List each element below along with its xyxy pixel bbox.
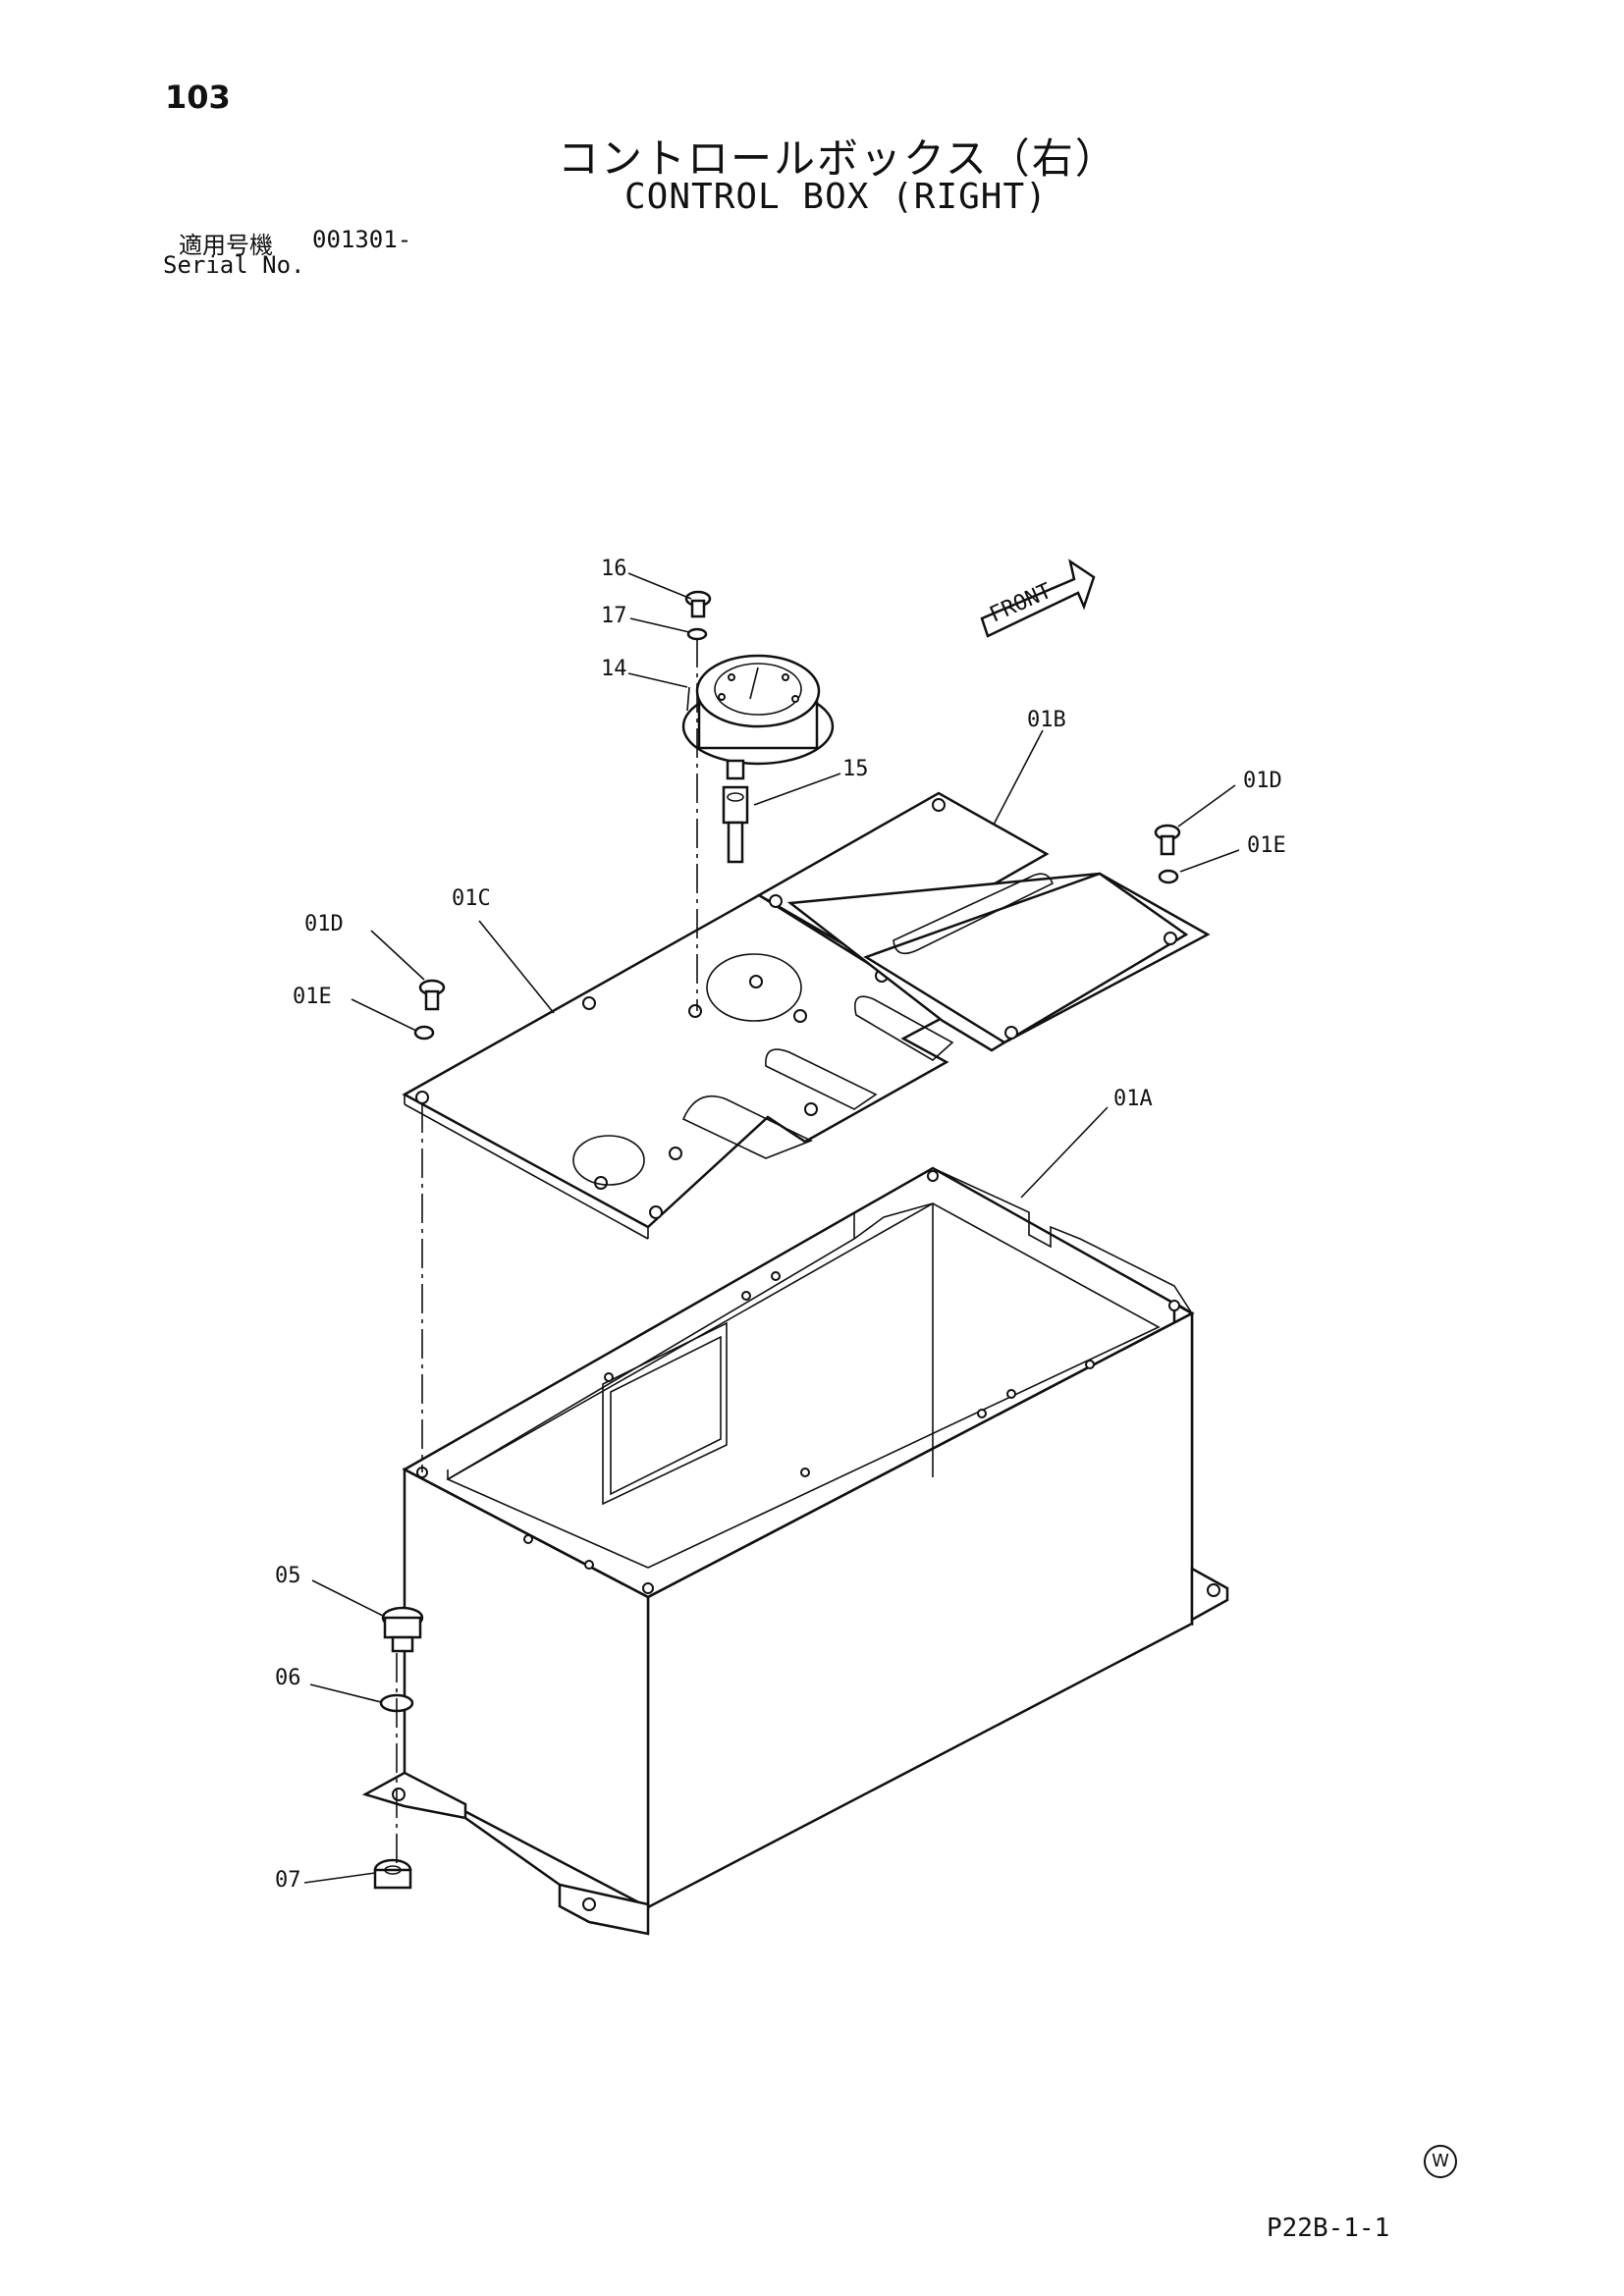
screw-16 (684, 590, 712, 641)
serial-label-japanese: 適用号機 (179, 232, 273, 259)
callout-01C: 01C (452, 886, 491, 911)
callout-01B: 01B (1027, 708, 1066, 732)
spacer (722, 759, 749, 864)
assembly-center-lines (396, 638, 698, 1865)
callout-16: 16 (601, 557, 627, 581)
w-mark: W (1424, 2145, 1457, 2178)
callout-01D-right: 01D (1243, 769, 1282, 793)
callout-01E-right: 01E (1247, 833, 1286, 858)
callout-17: 17 (601, 604, 627, 628)
front-direction-arrow: FRONT (980, 559, 1096, 638)
callout-leaders (303, 572, 1240, 1884)
callout-14: 14 (601, 657, 627, 681)
screws-01D-01E (413, 824, 1181, 1041)
page-title-japanese: コントロールボックス（右） (558, 134, 1118, 183)
page-title-english: CONTROL BOX (RIGHT) (624, 177, 1048, 217)
callout-01E-left: 01E (293, 985, 332, 1009)
callout-05: 05 (275, 1564, 301, 1588)
callout-06: 06 (275, 1666, 301, 1690)
meter (681, 654, 835, 766)
callout-15: 15 (842, 757, 869, 781)
serial-number-value: 001301- (312, 226, 412, 253)
upper-cover-plates (756, 791, 1211, 1052)
bolt-washer-nut (373, 1606, 424, 1890)
control-box-body (361, 1166, 1229, 1936)
page-code: P22B-1-1 (1267, 2214, 1390, 2243)
callout-07: 07 (275, 1868, 301, 1893)
cover-plate (402, 893, 954, 1240)
callout-01D-left: 01D (304, 912, 344, 936)
page-number: 103 (165, 79, 231, 116)
callout-01A: 01A (1113, 1087, 1153, 1111)
serial-label-english: Serial No. (163, 251, 305, 279)
